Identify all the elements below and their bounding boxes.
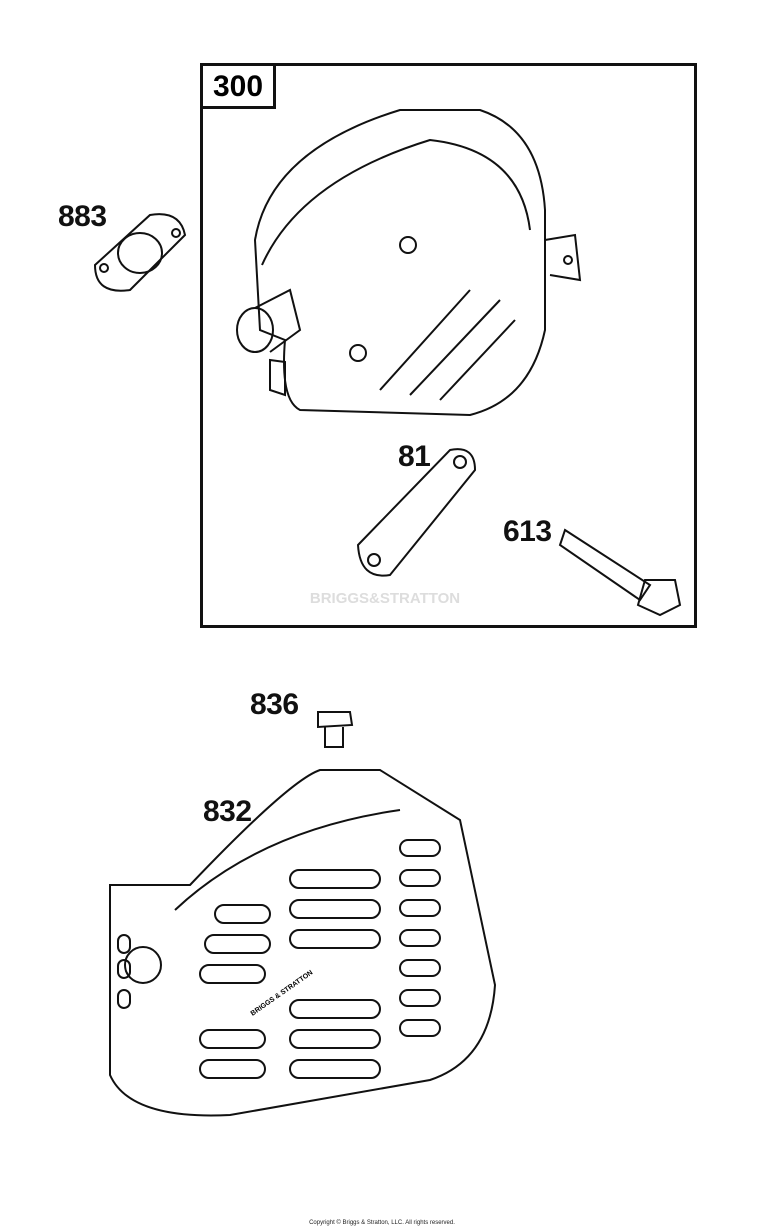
muffler-drawing — [236, 109, 582, 417]
gasket-883-drawing — [93, 213, 187, 292]
watermark: BRIGGS&STRATTON — [309, 590, 461, 607]
guard-832-drawing — [109, 769, 497, 1117]
part-label-81: 81 — [398, 440, 431, 473]
screw-836-drawing — [317, 711, 354, 748]
part-label-836: 836 — [250, 688, 299, 721]
copyright: Copyright © Briggs & Stratton, LLC. All … — [309, 1220, 455, 1226]
assembly-300-label: 300 — [200, 63, 276, 109]
gasket-81-drawing — [356, 448, 477, 577]
part-label-832: 832 — [203, 795, 252, 828]
screw-613-drawing — [558, 528, 682, 617]
part-label-613: 613 — [503, 515, 552, 548]
assembly-300-frame — [200, 63, 697, 628]
part-label-883: 883 — [58, 200, 107, 233]
guard-slots — [199, 839, 441, 1079]
